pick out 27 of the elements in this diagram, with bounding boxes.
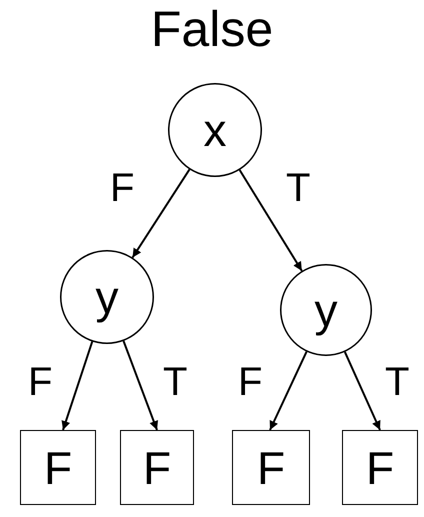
square-node (232, 430, 310, 505)
node-label: F (256, 444, 286, 490)
arrow (122, 340, 158, 430)
node-label: F (142, 444, 172, 490)
square-node (120, 430, 194, 505)
arrow (132, 168, 190, 258)
circle-node (168, 83, 262, 177)
edge-label: T (163, 362, 188, 402)
arrow (344, 352, 381, 430)
arrow (62, 341, 94, 430)
edge-label: F (28, 362, 52, 402)
edge-label: F (110, 168, 134, 208)
edge-label: T (286, 168, 310, 208)
node-label: y (96, 274, 118, 320)
circle-node (280, 264, 372, 356)
title: False (150, 4, 274, 54)
node-label: y (314, 287, 338, 333)
arrow (238, 169, 303, 272)
edge-label: F (238, 362, 262, 402)
square-node (342, 430, 418, 505)
square-node (20, 430, 96, 505)
node-label: x (204, 107, 226, 153)
circle-node (60, 250, 154, 344)
arrow (269, 351, 308, 430)
node-label: F (366, 444, 394, 490)
edge-label: T (385, 362, 410, 402)
node-label: F (44, 444, 72, 490)
